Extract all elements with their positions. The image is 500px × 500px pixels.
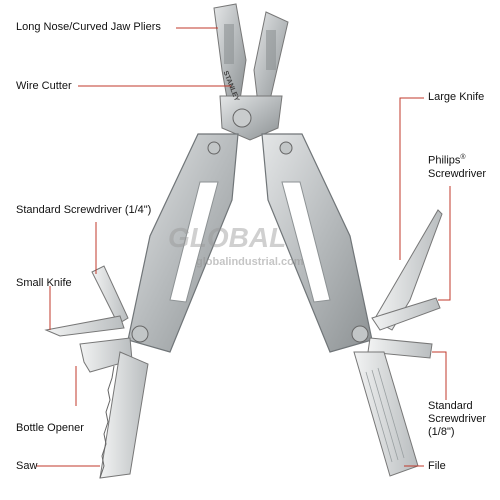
plier-jaw-grip-left: [224, 24, 234, 64]
label-standard-screwdriver-eighth: Standard Screwdriver (1/8"): [428, 400, 486, 439]
label-small-knife: Small Knife: [16, 277, 72, 289]
label-large-knife: Large Knife: [428, 91, 485, 103]
large-knife-blade: [373, 209, 443, 331]
label-philips-line1: Philips: [428, 154, 461, 167]
leader-lines: [36, 27, 451, 467]
label-std8-line3: (1/8"): [428, 426, 455, 438]
leader-std-screwdriver-eighth: [432, 351, 447, 400]
left-handle-rivet-top: [207, 141, 221, 155]
small-knife-blade: [44, 315, 125, 337]
label-standard-screwdriver-quarter: Standard Screwdriver (1/4"): [16, 204, 152, 216]
standard-screwdriver-quarter-blade: [91, 265, 129, 325]
left-handle-cutout: [169, 181, 219, 303]
label-std8-line1: Standard: [428, 400, 473, 412]
left-handle-rivet-bottom: [131, 325, 149, 343]
right-handle-rivet-top: [279, 141, 293, 155]
label-file: File: [428, 460, 446, 472]
right-handle-cutout: [281, 181, 331, 303]
label-philips-screwdriver: Philips® Screwdriver: [428, 151, 486, 181]
label-bottle-opener: Bottle Opener: [16, 422, 84, 434]
registered-mark: ®: [460, 154, 466, 161]
label-std8-line2: Screwdriver: [428, 413, 487, 425]
leader-large-knife: [399, 97, 424, 260]
label-long-nose-pliers: Long Nose/Curved Jaw Pliers: [16, 21, 161, 33]
leader-philips: [438, 186, 451, 301]
watermark-logo: GLOBAL: [168, 222, 287, 253]
right-handle-rivet-bottom: [351, 325, 369, 343]
file-tool: [353, 351, 419, 477]
file-texture: [365, 367, 405, 463]
watermark-url: globalindustrial.com: [196, 256, 304, 268]
philips-screwdriver-tool: [371, 297, 441, 331]
label-philips-line2: Screwdriver: [428, 167, 487, 180]
pivot-screw: [232, 108, 252, 128]
saw-blade: [99, 351, 149, 479]
saw-teeth: [99, 365, 115, 479]
label-wire-cutter: Wire Cutter: [16, 80, 72, 92]
plier-jaw-grip-right: [266, 30, 276, 70]
label-saw: Saw: [16, 460, 38, 472]
